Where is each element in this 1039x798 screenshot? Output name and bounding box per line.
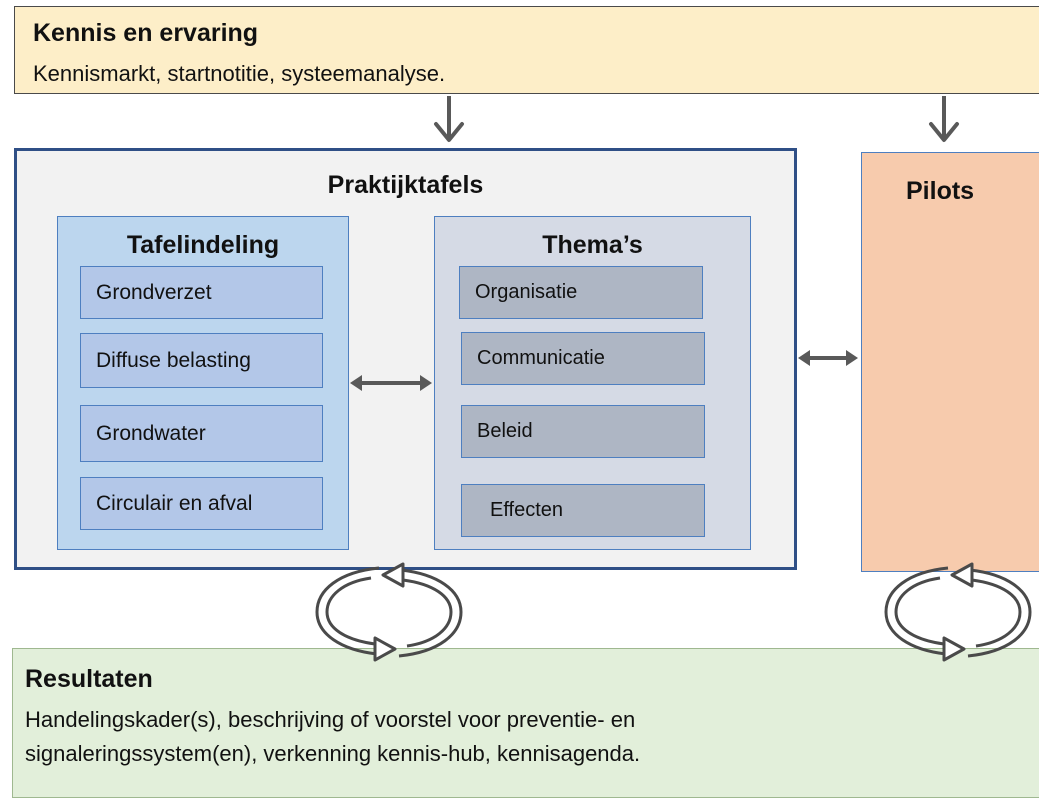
cycle-arrows-icon-praktijktafels xyxy=(315,562,463,662)
tafelindeling-title: Tafelindeling xyxy=(126,231,280,259)
resultaten-line-1: Handelingskader(s), beschrijving of voor… xyxy=(25,707,636,732)
kennis-subtitle: Kennismarkt, startnotitie, systeemanalys… xyxy=(33,61,446,86)
down-arrow-praktijktafels xyxy=(434,96,464,142)
thema-item-communicatie: Communicatie xyxy=(461,332,705,385)
themas-title: Thema’s xyxy=(542,231,643,259)
pilots-box: Pilots xyxy=(861,152,1039,572)
down-arrow-pilots xyxy=(929,96,959,142)
resultaten-line-2: signaleringssystem(en), verkenning kenni… xyxy=(25,741,641,766)
praktijktafels-title: Praktijktafels xyxy=(327,171,484,199)
resultaten-box: Resultaten Handelingskader(s), beschrijv… xyxy=(12,648,1039,798)
thema-item-organisatie: Organisatie xyxy=(459,266,703,319)
thema-item-beleid: Beleid xyxy=(461,405,705,458)
kennis-title: Kennis en ervaring xyxy=(33,19,259,47)
tafel-item-circulair-en-afval: Circulair en afval xyxy=(80,477,323,530)
pilots-title: Pilots xyxy=(906,177,975,205)
kennis-en-ervaring-box: Kennis en ervaring Kennismarkt, startnot… xyxy=(14,6,1039,94)
tafel-item-grondverzet: Grondverzet xyxy=(80,266,323,319)
double-arrow-praktijk-pilots xyxy=(798,350,858,366)
resultaten-title: Resultaten xyxy=(25,665,153,693)
tafel-item-grondwater: Grondwater xyxy=(80,405,323,462)
thema-item-effecten: Effecten xyxy=(461,484,705,537)
cycle-arrows-icon-pilots xyxy=(884,562,1032,662)
tafel-item-diffuse-belasting: Diffuse belasting xyxy=(80,333,323,388)
